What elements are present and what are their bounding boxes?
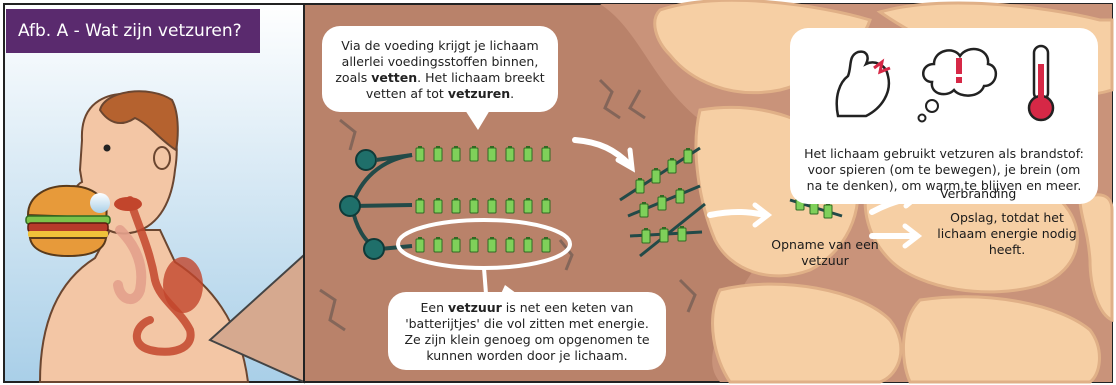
burger-icon [26, 186, 110, 256]
left-panel [4, 4, 304, 382]
label-opname: Opname van een vetzuur [770, 237, 880, 269]
fattyacid-bubble: Een vetzuur is net een keten van 'batter… [388, 292, 666, 370]
label-verbranding: Verbranding [940, 186, 1040, 202]
intro-bold-vetten: vetten [371, 70, 417, 85]
fattyacid-text-1: Een [421, 300, 448, 315]
figure-title: Afb. A - Wat zijn vetzuren? [6, 9, 260, 53]
fattyacid-bold: vetzuur [448, 300, 502, 315]
label-opslag: Opslag, totdat het lichaam energie nodig… [932, 210, 1082, 258]
intro-bubble: Via de voeding krijgt je lichaam allerle… [322, 26, 558, 112]
intro-bold-vetzuren: vetzuren [448, 86, 510, 101]
fuel-icons [790, 28, 1098, 138]
flexed-arm-icon [837, 52, 890, 116]
thermometer-icon [1029, 46, 1053, 120]
thought-cloud-icon [919, 49, 996, 121]
intro-text-3: . [510, 86, 514, 101]
fuel-bubble: Het lichaam gebruikt vetzuren als brands… [790, 28, 1098, 204]
arrow-uptake [710, 212, 765, 215]
